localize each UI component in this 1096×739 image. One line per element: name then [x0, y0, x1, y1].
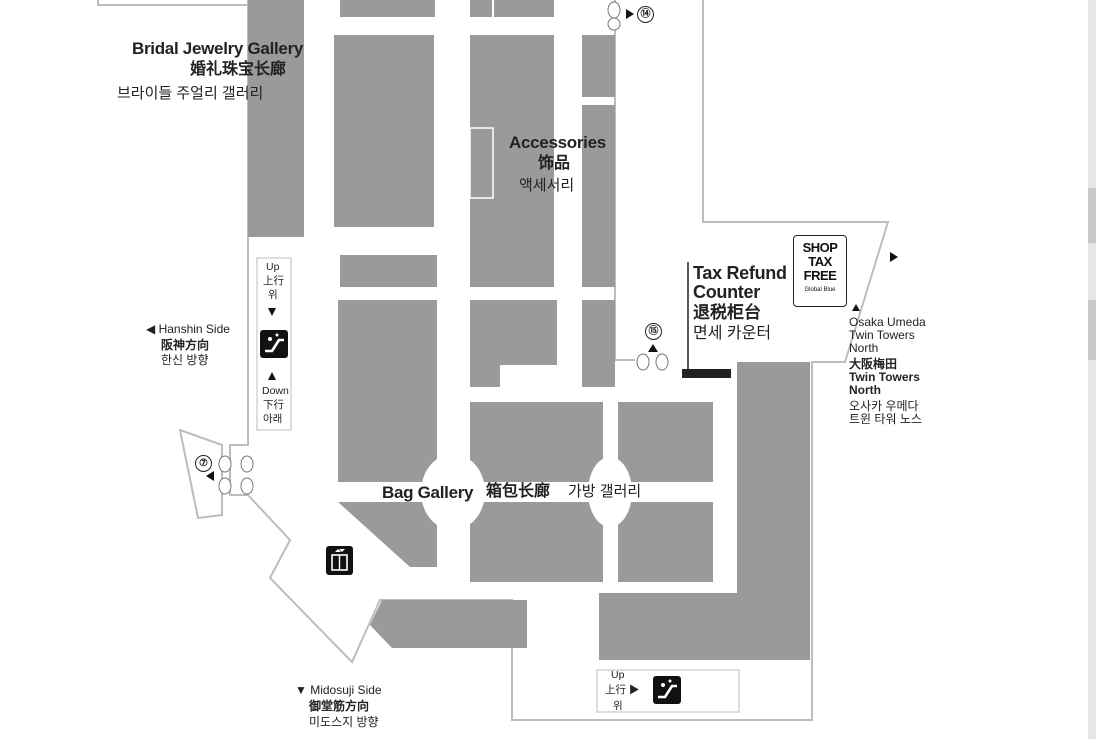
escalator-left-up-en: Up	[266, 261, 280, 273]
bridal-label-ko: 브라이들 주얼리 갤러리	[117, 85, 264, 102]
bag-label-ko: 가방 갤러리	[568, 483, 642, 500]
elevator-icon	[326, 546, 353, 575]
escalator-icon	[260, 330, 288, 358]
hanshin-label-zh: 阪神方向	[161, 338, 210, 352]
accessories-inset	[469, 127, 494, 199]
exit-15-badge: ⑮	[645, 323, 662, 340]
escalator-glyph	[265, 333, 284, 353]
osaka-umeda-en5: North	[849, 383, 881, 397]
escalator-glyph-bottom	[658, 679, 677, 699]
tax-refund-label-ko: 면세 카운터	[693, 325, 772, 342]
accessories-label-zh: 饰品	[538, 155, 571, 172]
exit-14-badge: ⑭	[637, 6, 654, 23]
bridal-label-zh: 婚礼珠宝长廊	[190, 61, 287, 78]
tax-free-badge: SHOP TAX FREE Global Blue	[793, 235, 847, 307]
tax-refund-label-en1: Tax Refund	[693, 263, 787, 283]
badge-sub: Global Blue	[804, 287, 836, 293]
badge-line3: FREE	[803, 268, 837, 283]
osaka-umeda-zh: 大阪梅田	[849, 357, 898, 371]
accessories-label-en: Accessories	[509, 133, 606, 152]
osaka-umeda-en4: Twin Towers	[849, 370, 920, 384]
escalator-left-down-en: Down	[262, 385, 289, 397]
bag-label-en: Bag Gallery	[382, 483, 474, 502]
elevator-glyph	[331, 549, 348, 571]
badge-line2: TAX	[808, 254, 832, 269]
hanshin-label-en: ◀ Hanshin Side	[146, 322, 230, 336]
escalator-icon-bottom	[653, 676, 681, 704]
scroll-marker	[1088, 188, 1096, 243]
accessories-label-ko: 액세서리	[519, 177, 575, 194]
osaka-umeda-ko1: 오사카 우메다	[849, 399, 919, 413]
escalator-bottom-up-ko: 위	[613, 700, 623, 712]
right-edge-panel	[1088, 0, 1096, 739]
escalator-left-down-ko: 아래	[263, 413, 283, 425]
midosuji-label-ko: 미도스지 방향	[309, 715, 379, 729]
escalator-bottom-up-en: Up	[611, 669, 625, 681]
osaka-umeda-en2: Twin Towers	[849, 328, 915, 342]
midosuji-label-zh: 御堂筋方向	[309, 699, 370, 713]
hanshin-label-ko: 한신 방향	[161, 353, 209, 367]
bridal-label-en: Bridal Jewelry Gallery	[132, 39, 304, 58]
tax-refund-label-zh: 退税柜台	[693, 303, 761, 322]
osaka-umeda-ko2: 트윈 타워 노스	[849, 412, 922, 426]
tax-refund-counter-bar	[682, 369, 731, 378]
escalator-left-up-ko: 위	[268, 289, 278, 301]
escalator-left-down-zh: 下行	[263, 399, 284, 411]
gate-markers	[218, 1, 669, 495]
escalator-bottom-up-zh: 上行 ▶	[605, 684, 640, 696]
exit-7-badge: ⑦	[195, 455, 212, 472]
tax-refund-label-en2: Counter	[693, 282, 760, 302]
scroll-marker-2	[1088, 300, 1096, 360]
midosuji-label-en: ▼ Midosuji Side	[295, 683, 382, 697]
badge-line1: SHOP	[802, 240, 838, 255]
bag-plaza-left	[421, 454, 485, 530]
escalator-left-up-zh: 上行	[263, 275, 284, 287]
shop-blocks	[248, 0, 810, 660]
osaka-umeda-en1: Osaka Umeda	[849, 315, 926, 329]
bag-plaza-right	[588, 457, 632, 527]
bag-label-zh: 箱包长廊	[486, 483, 551, 500]
direction-arrows	[206, 9, 898, 481]
osaka-umeda-en3: North	[849, 341, 879, 355]
